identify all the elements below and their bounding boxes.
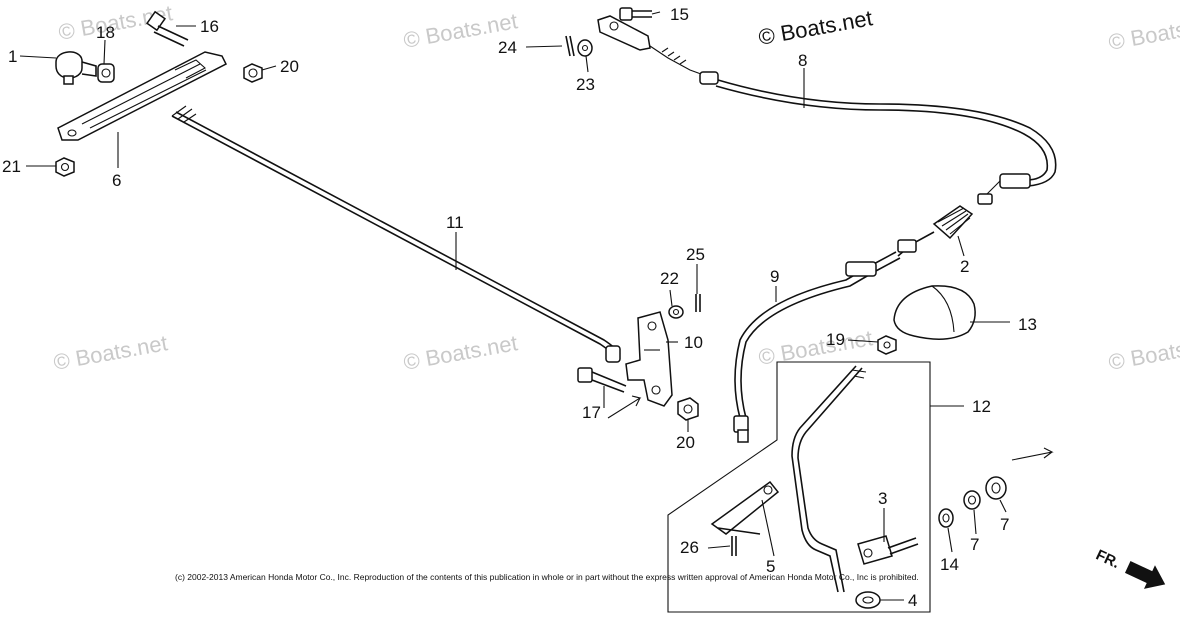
part-bushing-7a[interactable] — [963, 490, 981, 510]
callout-22: 22 — [660, 269, 679, 288]
callout-21: 21 — [2, 157, 21, 176]
assembly-box-12 — [667, 361, 931, 613]
direction-arrow-7 — [1011, 447, 1054, 461]
leader-lines — [19, 11, 1010, 601]
callout-10: 10 — [684, 333, 703, 352]
callout-17: 17 — [582, 403, 601, 422]
part-bracket-6[interactable] — [57, 51, 228, 141]
part-washer-23[interactable] — [577, 39, 593, 57]
part-pin-26[interactable] — [731, 536, 737, 556]
callout-7: 7 — [970, 535, 979, 554]
callout-7: 7 — [1000, 515, 1009, 534]
part-bracket-3[interactable] — [857, 535, 919, 565]
part-washer-22[interactable] — [668, 305, 684, 319]
callout-6: 6 — [112, 171, 121, 190]
part-nut-19[interactable] — [877, 335, 897, 355]
callout-5: 5 — [766, 557, 775, 576]
callouts: 1 18 16 20 6 21 11 24 23 15 8 2 9 22 25 … — [2, 5, 1037, 610]
callout-14: 14 — [940, 555, 959, 574]
callout-8: 8 — [798, 51, 807, 70]
callout-9: 9 — [770, 267, 779, 286]
part-lever-12[interactable] — [791, 365, 867, 593]
part-knob-13[interactable] — [893, 285, 976, 340]
callout-25: 25 — [686, 245, 705, 264]
part-pin-25[interactable] — [695, 294, 701, 312]
part-rod-11[interactable] — [171, 105, 621, 363]
callout-11: 11 — [446, 213, 464, 232]
front-arrow-icon — [1124, 561, 1166, 589]
part-bracket-10[interactable] — [625, 311, 673, 407]
part-bracket-5[interactable] — [710, 480, 780, 535]
callout-2: 2 — [960, 257, 969, 276]
part-bushing-7b[interactable] — [985, 476, 1007, 500]
part-cable-9[interactable] — [733, 251, 901, 443]
watermark: © Boats.net — [757, 325, 875, 370]
part-bolt-17[interactable] — [577, 367, 627, 393]
part-bolt-16[interactable] — [146, 10, 189, 47]
callout-15: 15 — [670, 5, 689, 24]
part-clip-14[interactable] — [938, 508, 954, 528]
callout-20: 20 — [280, 57, 299, 76]
part-bolt-15[interactable] — [619, 7, 652, 21]
callout-20: 20 — [676, 433, 695, 452]
part-cable-8[interactable] — [715, 79, 1057, 205]
part-nut-21[interactable] — [55, 157, 75, 177]
part-nut-18[interactable] — [97, 63, 115, 83]
part-nut-20-top[interactable] — [243, 63, 263, 83]
callout-18: 18 — [96, 23, 115, 42]
callout-19: 19 — [826, 330, 845, 349]
callout-16: 16 — [200, 17, 219, 36]
part-pin-24[interactable] — [565, 35, 575, 57]
copyright-notice: (c) 2002-2013 American Honda Motor Co., … — [175, 572, 919, 582]
watermark: © Boats.net — [402, 330, 520, 375]
part-spring-4[interactable] — [855, 591, 881, 609]
callout-3: 3 — [878, 489, 887, 508]
callout-23: 23 — [576, 75, 595, 94]
watermark: © Boats.net — [1107, 330, 1180, 375]
watermark-dark: © Boats.net — [757, 5, 875, 50]
part-nut-20-bottom[interactable] — [677, 397, 699, 421]
callout-1: 1 — [8, 47, 17, 66]
watermark: © Boats.net — [52, 330, 170, 375]
callout-4: 4 — [908, 591, 917, 610]
part-boot-2[interactable] — [897, 205, 974, 257]
front-direction-indicator: FR. — [1093, 546, 1166, 589]
part-ball-joint[interactable] — [55, 51, 97, 85]
callout-26: 26 — [680, 538, 699, 557]
part-cable-end[interactable] — [597, 15, 719, 85]
watermark: © Boats.net — [1107, 10, 1180, 55]
callout-12: 12 — [972, 397, 991, 416]
front-label: FR. — [1093, 546, 1122, 572]
callout-13: 13 — [1018, 315, 1037, 334]
callout-24: 24 — [498, 38, 517, 57]
direction-arrow-17 — [607, 395, 642, 419]
